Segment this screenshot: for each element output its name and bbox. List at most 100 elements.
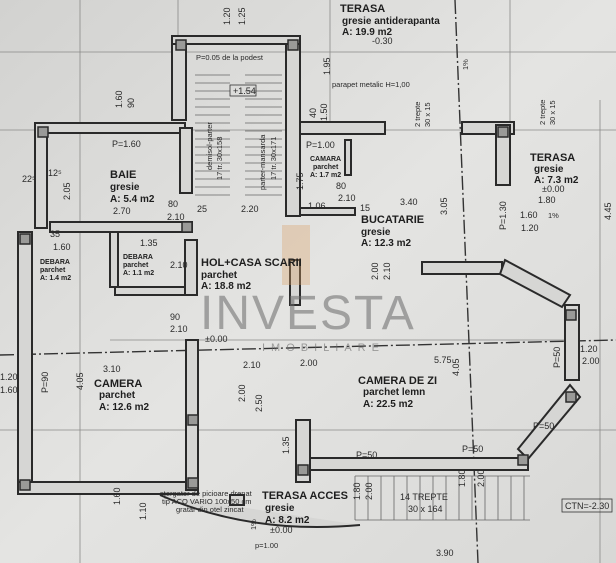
svg-text:gresie: gresie bbox=[534, 164, 564, 175]
dimension-label: P=50 bbox=[533, 421, 554, 431]
svg-text:±0.00: ±0.00 bbox=[205, 334, 227, 344]
svg-text:CAMERA DE ZI: CAMERA DE ZI bbox=[358, 375, 437, 387]
svg-text:parchet lemn: parchet lemn bbox=[363, 387, 425, 398]
dimension-label: 4.45 bbox=[603, 202, 613, 220]
svg-text:30 x 164: 30 x 164 bbox=[408, 504, 443, 514]
svg-text:parchet: parchet bbox=[313, 164, 339, 171]
room-debara-2: DEBARA parchet A: 1.1 m2 bbox=[123, 254, 154, 277]
dimension-label: 1.60 bbox=[520, 210, 538, 220]
dimension-label: 80 bbox=[168, 199, 178, 209]
dimension-label: P=1.60 bbox=[112, 139, 141, 149]
svg-text:A: 8.2 m2: A: 8.2 m2 bbox=[265, 515, 310, 526]
dimension-label: 2.10 bbox=[382, 262, 392, 280]
svg-text:1%: 1% bbox=[461, 59, 470, 70]
dimension-label: P=50 bbox=[552, 347, 562, 368]
room-hol-casa-scarii: HOL+CASA SCARII parchet A: 18.8 m2 ±0.00 bbox=[201, 257, 302, 344]
dimension-label: 1.60 bbox=[53, 242, 71, 252]
svg-text:HOL+CASA SCARII: HOL+CASA SCARII bbox=[201, 257, 302, 269]
svg-text:A: 7.3 m2: A: 7.3 m2 bbox=[534, 175, 579, 186]
svg-text:gresie: gresie bbox=[265, 503, 295, 514]
dimension-label: 2.20 bbox=[241, 204, 259, 214]
dimension-label: 1.25 bbox=[237, 7, 247, 25]
svg-text:1%: 1% bbox=[548, 211, 559, 220]
dimension-label: 2.00 bbox=[237, 384, 247, 402]
watermark-brand: INVESTA bbox=[200, 287, 416, 340]
svg-text:parchet: parchet bbox=[123, 262, 149, 269]
dimension-label: 12⁵ bbox=[48, 168, 62, 178]
svg-text:TERASA ACCES: TERASA ACCES bbox=[262, 490, 348, 502]
svg-text:parchet: parchet bbox=[40, 267, 66, 274]
dimension-label: 2.00 bbox=[300, 358, 318, 368]
svg-text:BUCATARIE: BUCATARIE bbox=[361, 214, 424, 226]
svg-text:TERASA: TERASA bbox=[530, 152, 575, 164]
svg-text:p=1.00: p=1.00 bbox=[255, 541, 278, 550]
svg-text:+1.54: +1.54 bbox=[233, 86, 256, 96]
dimension-label: 3.10 bbox=[103, 364, 121, 374]
dimension-label: 1.20 bbox=[580, 344, 598, 354]
dimension-label: P=1.30 bbox=[498, 201, 508, 230]
svg-text:A: 12.3 m2: A: 12.3 m2 bbox=[361, 238, 411, 249]
svg-text:1%: 1% bbox=[249, 519, 258, 530]
room-terasa-right: TERASA gresie A: 7.3 m2 ±0.00 bbox=[530, 152, 579, 194]
svg-text:30 x 15: 30 x 15 bbox=[548, 100, 557, 125]
svg-text:CAMERA: CAMERA bbox=[94, 378, 142, 390]
svg-text:-0.30: -0.30 bbox=[372, 36, 393, 46]
svg-text:parter-mansarda: parter-mansarda bbox=[258, 134, 267, 190]
dimension-label: 2.00 bbox=[582, 356, 600, 366]
dimension-label: 1.75 bbox=[295, 172, 305, 190]
dimension-label: 1.20 bbox=[0, 372, 18, 382]
room-terasa-acces: TERASA ACCES gresie A: 8.2 m2 ±0.00 bbox=[262, 490, 348, 535]
room-camera: CAMERA parchet A: 12.6 m2 bbox=[94, 378, 149, 413]
watermark-logo-shape bbox=[282, 225, 310, 285]
svg-text:gresie: gresie bbox=[361, 227, 391, 238]
dimension-label: P=90 bbox=[40, 372, 50, 393]
svg-text:A: 1.4 m2: A: 1.4 m2 bbox=[40, 275, 71, 282]
dimension-label: 1.20 bbox=[521, 223, 539, 233]
svg-text:A: 12.6 m2: A: 12.6 m2 bbox=[99, 402, 149, 413]
svg-text:A: 22.5 m2: A: 22.5 m2 bbox=[363, 399, 413, 410]
dimension-label: P=50 bbox=[462, 444, 483, 454]
axis-line-horizontal bbox=[0, 339, 616, 356]
dimension-label: 2.70 bbox=[113, 206, 131, 216]
svg-text:stergator de picioare drenat: stergator de picioare drenat bbox=[160, 489, 253, 498]
room-bucatarie: BUCATARIE gresie A: 12.3 m2 bbox=[361, 214, 424, 249]
dimension-label: 80 bbox=[336, 181, 346, 191]
dimension-label: 1.80 bbox=[457, 469, 467, 487]
dimension-label: 2.50 bbox=[254, 394, 264, 412]
dimension-label: 40 bbox=[308, 108, 318, 118]
plan-notes: P=0.05 de la podest +1.54 demisol-parter… bbox=[160, 53, 613, 550]
svg-text:parapet metalic H=1,00: parapet metalic H=1,00 bbox=[332, 80, 410, 89]
dimension-label: 1.95 bbox=[322, 57, 332, 75]
walls bbox=[17, 35, 582, 528]
dimension-label: 2.10 bbox=[167, 212, 185, 222]
svg-text:±0.00: ±0.00 bbox=[270, 525, 292, 535]
svg-text:gresie: gresie bbox=[110, 182, 140, 193]
svg-text:30 x 15: 30 x 15 bbox=[423, 102, 432, 127]
room-terasa-top: TERASA gresie antiderapanta A: 19.9 m2 -… bbox=[340, 3, 440, 46]
dimension-label: 5.75 bbox=[434, 355, 452, 365]
svg-text:gratar din otel zincat: gratar din otel zincat bbox=[176, 505, 244, 514]
svg-text:DEBARA: DEBARA bbox=[123, 254, 153, 261]
room-baie: BAIE gresie A: 5.4 m2 bbox=[110, 169, 155, 205]
dimension-label: 1.06 bbox=[308, 201, 326, 211]
svg-text:A: 1.7 m2: A: 1.7 m2 bbox=[310, 172, 341, 179]
columns bbox=[19, 39, 577, 491]
dimension-label: 2.00 bbox=[370, 262, 380, 280]
svg-text:17 tr. 30x171: 17 tr. 30x171 bbox=[269, 137, 278, 180]
svg-text:demisol-parter: demisol-parter bbox=[205, 122, 214, 170]
dimension-label: 2.05 bbox=[62, 182, 72, 200]
dimension-label: 1.60 bbox=[112, 487, 122, 505]
svg-text:tip ACO VARIO 100x50 cm: tip ACO VARIO 100x50 cm bbox=[162, 497, 251, 506]
dimension-label: 2.10 bbox=[243, 360, 261, 370]
svg-text:DEBARA: DEBARA bbox=[40, 259, 70, 266]
room-camara: CAMARA parchet A: 1.7 m2 bbox=[310, 156, 341, 179]
dimension-label: 1.35 bbox=[140, 238, 158, 248]
svg-text:TERASA: TERASA bbox=[340, 3, 385, 15]
watermark-tagline: IMOBILIARE bbox=[262, 342, 385, 354]
svg-text:2 trepte: 2 trepte bbox=[413, 102, 422, 127]
svg-text:P=0.05 de la podest: P=0.05 de la podest bbox=[196, 53, 264, 62]
dimension-label: 1.80 bbox=[352, 482, 362, 500]
svg-text:A: 5.4 m2: A: 5.4 m2 bbox=[110, 194, 155, 205]
